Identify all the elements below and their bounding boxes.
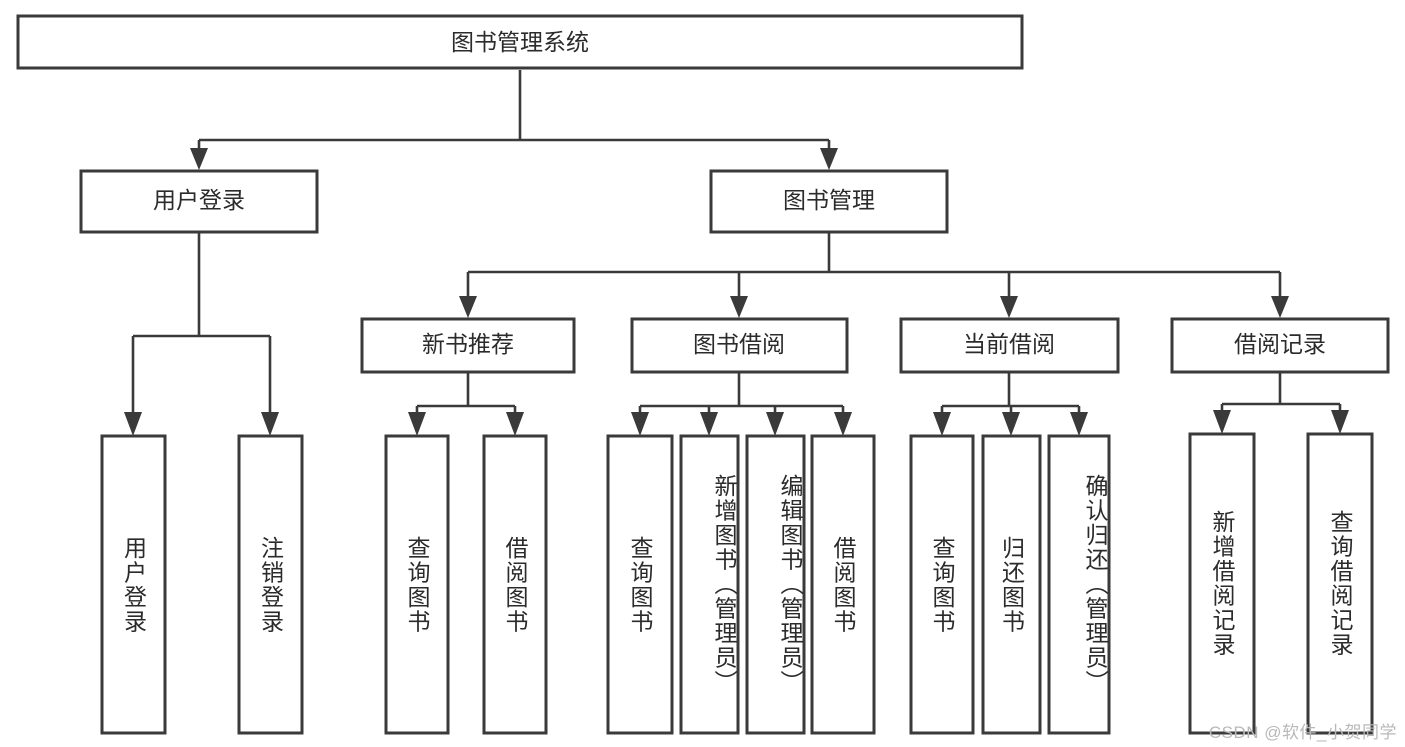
- node-leaf-confirm-return[interactable]: [1047, 434, 1111, 735]
- edge-bookmgmt-to-level3: [459, 233, 1289, 318]
- edge-bookborrow-to-leaves: [631, 373, 852, 436]
- node-box[interactable]: [100, 434, 167, 735]
- edge-newbookrec-to-leaves: [408, 373, 524, 436]
- node-box[interactable]: [981, 434, 1042, 735]
- node-label: 图书借阅: [693, 331, 785, 357]
- node-box[interactable]: [909, 434, 975, 735]
- edge-borrowrecord-to-leaves: [1213, 373, 1349, 434]
- node-box[interactable]: [360, 317, 576, 374]
- node-user-login[interactable]: 用户登录: [79, 169, 319, 234]
- arrow-head-icon: [766, 412, 784, 436]
- arrow-head-icon: [506, 412, 524, 436]
- edge-userlogin-to-leaves: [124, 233, 279, 436]
- node-box[interactable]: [1306, 432, 1374, 735]
- node-box[interactable]: [237, 434, 304, 735]
- arrow-head-icon: [700, 412, 718, 436]
- arrow-head-icon: [261, 412, 279, 436]
- node-label: 当前借阅: [963, 331, 1055, 357]
- arrow-head-icon: [933, 412, 951, 436]
- node-leaf-logout[interactable]: [237, 434, 304, 735]
- arrow-head-icon: [124, 412, 142, 436]
- node-leaf-add-book[interactable]: [679, 434, 740, 735]
- node-leaf-edit-book[interactable]: [745, 434, 806, 735]
- arrow-head-icon: [1213, 410, 1231, 434]
- node-leaf-query-record[interactable]: [1306, 432, 1374, 735]
- arrow-head-icon: [730, 296, 748, 318]
- node-box[interactable]: [606, 434, 674, 735]
- connector-layer: [124, 70, 1349, 436]
- edge-currentborrow-to-leaves: [933, 373, 1088, 436]
- node-box[interactable]: [384, 434, 450, 735]
- node-root[interactable]: 图书管理系统: [16, 14, 1024, 70]
- node-box[interactable]: [630, 317, 849, 374]
- node-box[interactable]: [16, 14, 1024, 70]
- node-label: 图书管理系统: [451, 29, 589, 55]
- node-box[interactable]: [1047, 434, 1111, 735]
- node-label: 借阅记录: [1234, 331, 1326, 357]
- node-label: 用户登录: [153, 187, 245, 213]
- node-box[interactable]: [1170, 317, 1390, 374]
- node-leaf-query-book-b[interactable]: [606, 434, 674, 735]
- arrow-head-icon: [1070, 412, 1088, 436]
- node-leaf-query-book-a[interactable]: [384, 434, 450, 735]
- node-box[interactable]: [745, 434, 806, 735]
- node-box[interactable]: [899, 317, 1120, 374]
- edge-root-to-level2: [190, 70, 838, 170]
- arrow-head-icon: [631, 412, 649, 436]
- node-box[interactable]: [709, 169, 949, 234]
- node-box[interactable]: [482, 434, 548, 735]
- node-label: 图书管理: [783, 187, 875, 213]
- node-book-mgmt[interactable]: 图书管理: [709, 169, 949, 234]
- node-new-book-rec[interactable]: 新书推荐: [360, 317, 576, 374]
- node-leaf-return-book[interactable]: [981, 434, 1042, 735]
- node-leaf-borrow-book-b[interactable]: [810, 434, 876, 735]
- arrow-head-icon: [820, 148, 838, 170]
- node-leaf-borrow-book-a[interactable]: [482, 434, 548, 735]
- arrow-head-icon: [834, 412, 852, 436]
- node-box[interactable]: [1188, 432, 1256, 735]
- arrow-head-icon: [190, 148, 208, 170]
- node-borrow-record[interactable]: 借阅记录: [1170, 317, 1390, 374]
- arrow-head-icon: [1000, 296, 1018, 318]
- node-layer: 图书管理系统 用户登录 图书管理 新书推荐 图书借阅: [16, 14, 1390, 735]
- node-leaf-query-book-c[interactable]: [909, 434, 975, 735]
- csdn-watermark: CSDN @软件_小贺同学: [1208, 723, 1397, 742]
- node-box[interactable]: [810, 434, 876, 735]
- node-leaf-user-login[interactable]: [100, 434, 167, 735]
- node-box[interactable]: [679, 434, 740, 735]
- node-leaf-add-record[interactable]: [1188, 432, 1256, 735]
- node-box[interactable]: [79, 169, 319, 234]
- node-current-borrow[interactable]: 当前借阅: [899, 317, 1120, 374]
- arrow-head-icon: [1271, 296, 1289, 318]
- arrow-head-icon: [1331, 410, 1349, 434]
- arrow-head-icon: [459, 296, 477, 318]
- node-label: 新书推荐: [422, 331, 514, 357]
- node-book-borrow[interactable]: 图书借阅: [630, 317, 849, 374]
- arrow-head-icon: [1002, 412, 1020, 436]
- arrow-head-icon: [408, 412, 426, 436]
